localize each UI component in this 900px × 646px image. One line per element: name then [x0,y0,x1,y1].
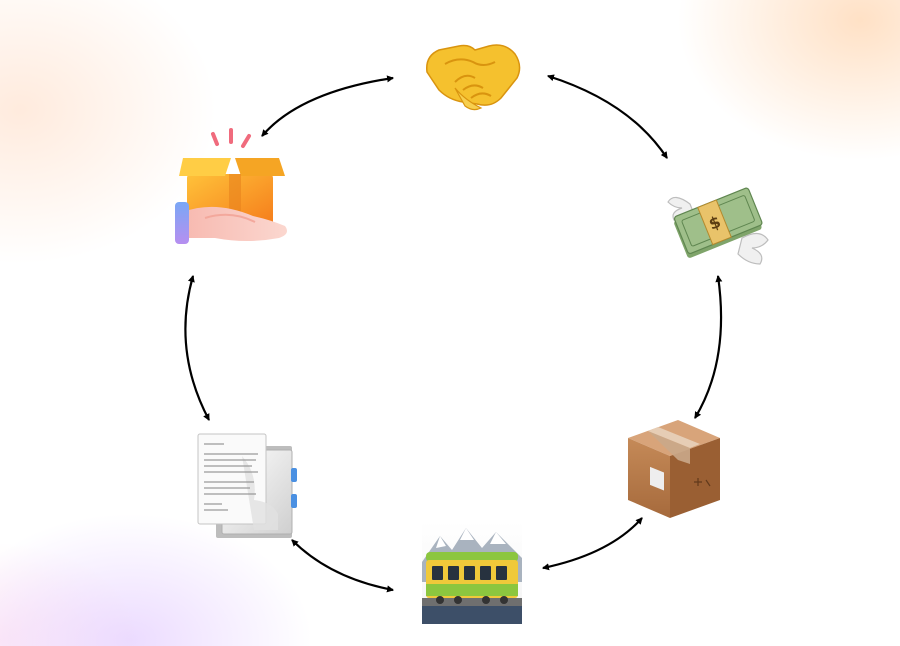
arrow-handshake-delivery [261,75,395,137]
arrows [184,74,723,593]
mountain-railway-icon [422,522,522,624]
package-icon [628,420,720,518]
arrow-handshake-money [546,74,668,159]
hand-with-box-icon [175,128,287,244]
arrow-documents-delivery [184,274,210,421]
flying-money-icon: $ [667,187,769,265]
arrow-money-package [694,274,723,419]
arrow-train-documents [291,539,395,593]
documents-icon [197,433,297,538]
handshake-icon [426,44,521,111]
arrow-package-train [541,517,643,571]
